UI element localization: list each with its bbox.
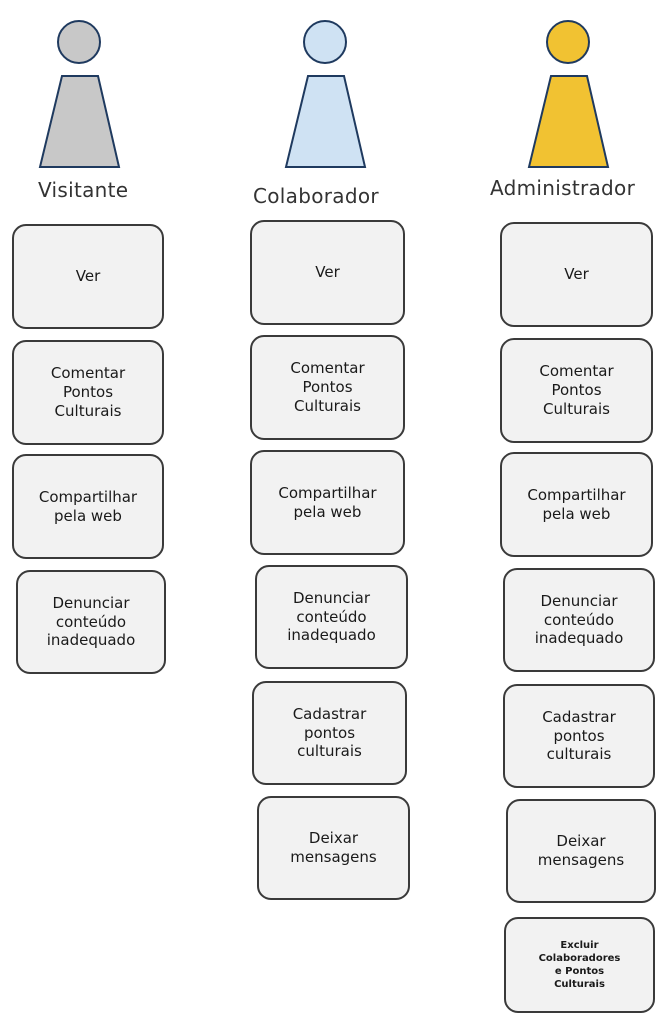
- visitante-action-ver: Ver: [12, 224, 164, 329]
- role-label-colaborador: Colaborador: [253, 184, 379, 208]
- colaborador-action-comentar: Comentar Pontos Culturais: [250, 335, 405, 440]
- colaborador-action-ver: Ver: [250, 220, 405, 325]
- visitante-action-comentar: Comentar Pontos Culturais: [12, 340, 164, 445]
- administrador-action-compartilhar: Compartilhar pela web: [500, 452, 653, 557]
- colaborador-action-compartilhar: Compartilhar pela web: [250, 450, 405, 555]
- colaborador-action-deixar-mensagens: Deixar mensagens: [257, 796, 410, 900]
- administrador-action-excluir: Excluir Colaboradores e Pontos Culturais: [504, 917, 655, 1013]
- role-label-administrador: Administrador: [490, 176, 636, 200]
- colaborador-action-cadastrar: Cadastrar pontos culturais: [252, 681, 407, 785]
- visitante-action-denunciar: Denunciar conteúdo inadequado: [16, 570, 166, 674]
- administrador-action-deixar-mensagens: Deixar mensagens: [506, 799, 656, 903]
- administrador-action-comentar: Comentar Pontos Culturais: [500, 338, 653, 443]
- colaborador-actor-icon: [281, 12, 381, 182]
- colaborador-action-denunciar: Denunciar conteúdo inadequado: [255, 565, 408, 669]
- administrador-actor-icon: [524, 12, 624, 182]
- administrador-action-cadastrar: Cadastrar pontos culturais: [503, 684, 655, 788]
- visitante-actor-icon: [35, 12, 135, 182]
- role-label-visitante: Visitante: [38, 178, 129, 202]
- administrador-action-ver: Ver: [500, 222, 653, 327]
- visitante-action-compartilhar: Compartilhar pela web: [12, 454, 164, 559]
- administrador-action-denunciar: Denunciar conteúdo inadequado: [503, 568, 655, 672]
